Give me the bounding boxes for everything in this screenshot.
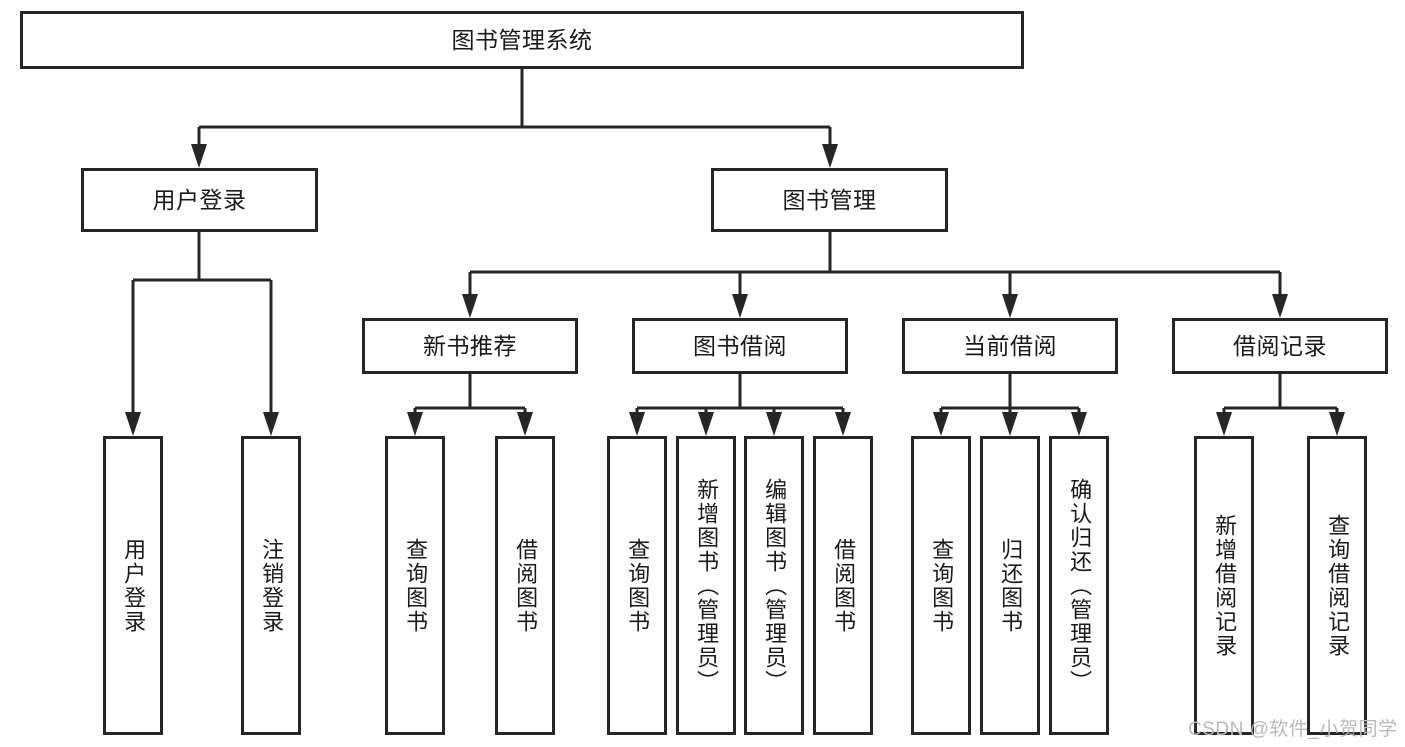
node-label: 图书管理 bbox=[782, 186, 877, 213]
node-label: 用户登录 bbox=[152, 186, 247, 213]
node-borrow-record[interactable]: 借阅记录 bbox=[1172, 318, 1388, 374]
node-book-management[interactable]: 图书管理 bbox=[711, 168, 948, 232]
leaf-query-book-current[interactable]: 查询图书 bbox=[911, 436, 971, 735]
node-new-book-recommend[interactable]: 新书推荐 bbox=[362, 318, 578, 374]
node-user-login[interactable]: 用户登录 bbox=[81, 168, 318, 232]
node-label: 图书管理系统 bbox=[451, 26, 593, 53]
leaf-confirm-return-admin[interactable]: 确认归还（管理员） bbox=[1049, 436, 1109, 735]
node-current-borrow[interactable]: 当前借阅 bbox=[902, 318, 1118, 374]
node-label: 新增图书（管理员） bbox=[694, 477, 720, 694]
node-label: 查询借阅记录 bbox=[1325, 513, 1351, 658]
node-label: 确认归还（管理员） bbox=[1067, 477, 1093, 694]
leaf-query-borrow-record[interactable]: 查询借阅记录 bbox=[1307, 436, 1367, 735]
node-label: 编辑图书（管理员） bbox=[762, 477, 788, 694]
leaf-add-book-admin[interactable]: 新增图书（管理员） bbox=[676, 436, 736, 735]
leaf-borrow-book-recommend[interactable]: 借阅图书 bbox=[495, 436, 555, 735]
leaf-edit-book-admin[interactable]: 编辑图书（管理员） bbox=[744, 436, 804, 735]
node-label: 当前借阅 bbox=[963, 332, 1057, 359]
node-book-borrow[interactable]: 图书借阅 bbox=[632, 318, 848, 374]
leaf-logout[interactable]: 注销登录 bbox=[241, 436, 301, 735]
node-label: 归还图书 bbox=[998, 537, 1024, 634]
node-label: 注销登录 bbox=[259, 537, 285, 634]
leaf-borrow-book[interactable]: 借阅图书 bbox=[813, 436, 873, 735]
node-label: 新书推荐 bbox=[423, 332, 517, 359]
node-root-system[interactable]: 图书管理系统 bbox=[20, 11, 1024, 69]
node-label: 查询图书 bbox=[929, 537, 955, 634]
watermark: CSDN @软件_小贺同学 bbox=[1188, 719, 1398, 740]
node-label: 新增借阅记录 bbox=[1212, 513, 1238, 658]
node-label: 用户登录 bbox=[121, 537, 147, 634]
leaf-query-book-recommend[interactable]: 查询图书 bbox=[385, 436, 445, 735]
leaf-return-book[interactable]: 归还图书 bbox=[980, 436, 1040, 735]
node-label: 借阅图书 bbox=[513, 537, 539, 634]
node-label: 图书借阅 bbox=[693, 332, 787, 359]
node-label: 借阅图书 bbox=[831, 537, 857, 634]
node-label: 借阅记录 bbox=[1233, 332, 1327, 359]
node-label: 查询图书 bbox=[625, 537, 651, 634]
node-label: 查询图书 bbox=[403, 537, 429, 634]
leaf-user-login[interactable]: 用户登录 bbox=[103, 436, 163, 735]
leaf-add-borrow-record[interactable]: 新增借阅记录 bbox=[1194, 436, 1254, 735]
leaf-query-book-borrow[interactable]: 查询图书 bbox=[607, 436, 667, 735]
